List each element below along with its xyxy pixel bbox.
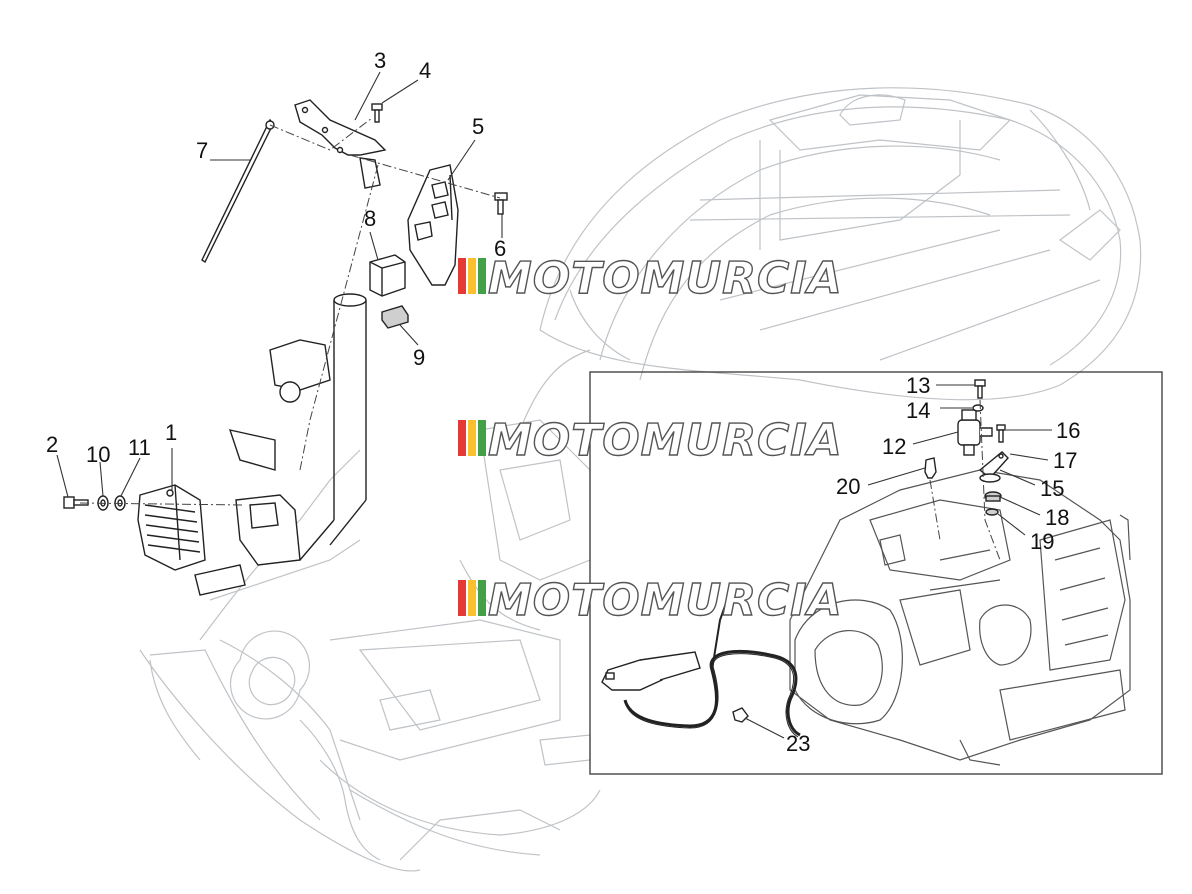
cable-harness: [601, 591, 801, 738]
scooter-body-outline: [139, 87, 1142, 872]
switch-part-12: [957, 409, 993, 456]
callout-20: 20: [836, 474, 860, 499]
callout-8: 8: [364, 206, 376, 231]
relay-part-8: [369, 254, 406, 297]
callout-7: 7: [196, 138, 208, 163]
callout-5: 5: [472, 114, 484, 139]
callout-11: 11: [128, 435, 151, 460]
watermark-2: MOTOMURCIA: [458, 414, 843, 467]
callout-16: 16: [1056, 418, 1080, 443]
callout-10: 10: [86, 442, 110, 467]
detail-inset-frame: [589, 371, 1163, 775]
inset-center-lines: [929, 399, 1001, 561]
connector-part-9: [381, 305, 409, 329]
callout-labels: 1 2 10 11 3 4 5 6 7 8 9 13 14 12 16 17 1…: [46, 48, 1080, 756]
callout-2: 2: [46, 432, 58, 457]
clip-part-23: [732, 707, 749, 723]
watermark-text: MOTOMURCIA: [488, 415, 843, 466]
watermark-stripe-yellow: [468, 420, 476, 456]
steering-tube: [194, 293, 367, 596]
washer-part-14: [972, 404, 984, 412]
control-unit-part-5: [407, 164, 459, 286]
callout-23: 23: [786, 731, 810, 756]
watermark-stripe-red: [458, 258, 466, 294]
screw-part-2: [63, 496, 89, 509]
callout-3: 3: [374, 48, 386, 73]
watermark-text: MOTOMURCIA: [488, 253, 843, 304]
callout-14: 14: [906, 398, 930, 423]
screw-part-13: [974, 379, 986, 399]
callout-12: 12: [882, 434, 906, 459]
voltage-regulator-part-1: [137, 484, 206, 571]
sensor-part-20: [924, 457, 937, 479]
watermark-stripe-yellow: [468, 258, 476, 294]
assembly-center-lines: [79, 117, 501, 506]
callout-1: 1: [165, 420, 177, 445]
watermark-stripe-red: [458, 420, 466, 456]
callout-18: 18: [1045, 505, 1069, 530]
watermark-1: MOTOMURCIA: [458, 252, 843, 305]
leader-lines: [56, 71, 1052, 739]
callout-19: 19: [1030, 529, 1054, 554]
gasket-part-18: [984, 491, 1002, 502]
watermark-stripe-green: [478, 580, 486, 616]
callout-17: 17: [1053, 448, 1077, 473]
engine-block: [789, 469, 1131, 766]
watermark-text: MOTOMURCIA: [488, 575, 843, 626]
screw-part-4: [371, 103, 383, 123]
screw-part-16: [996, 424, 1006, 443]
callout-9: 9: [413, 345, 425, 370]
seal-part-19: [985, 508, 999, 516]
watermark-stripe-yellow: [468, 580, 476, 616]
cable-tie-part-7: [201, 118, 275, 264]
watermark-3: MOTOMURCIA: [458, 574, 843, 627]
watermark-stripe-green: [478, 420, 486, 456]
washer-part-15: [979, 473, 1001, 483]
bracket-part-3: [294, 99, 387, 189]
callout-6: 6: [494, 236, 506, 261]
watermark-stripe-green: [478, 258, 486, 294]
callout-15: 15: [1040, 476, 1064, 501]
watermark-stripe-red: [458, 580, 466, 616]
screw-part-6: [494, 192, 508, 215]
callout-13: 13: [906, 373, 930, 398]
callout-4: 4: [419, 58, 431, 83]
